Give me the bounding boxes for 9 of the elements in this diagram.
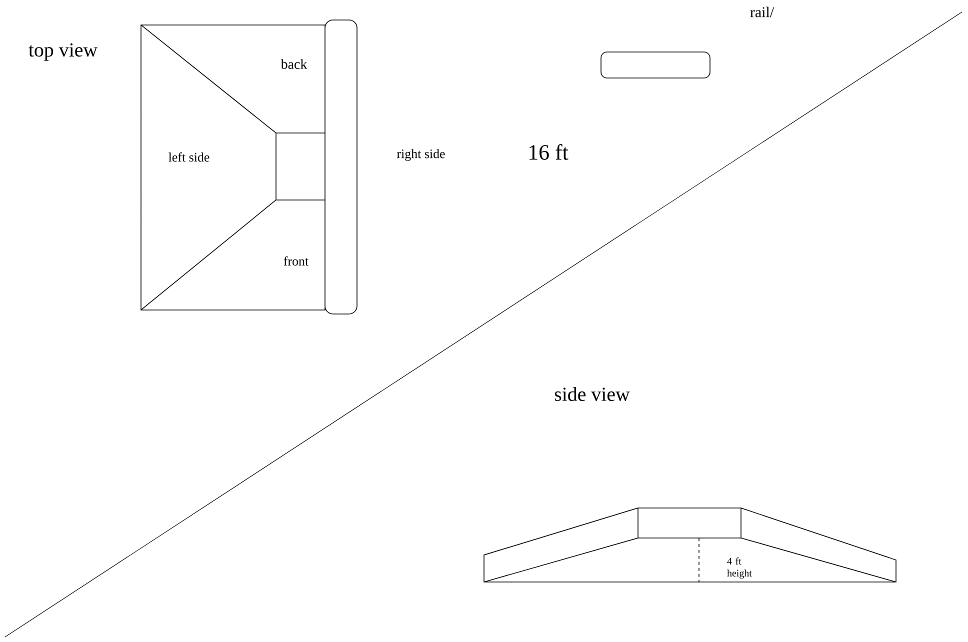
part-label: right side bbox=[397, 149, 445, 161]
part-label: rail/ bbox=[750, 6, 774, 18]
dimension-label: 4 ft height bbox=[727, 557, 752, 579]
part-label: back bbox=[280, 59, 308, 69]
part-label: front bbox=[284, 256, 308, 266]
view-title: side view bbox=[554, 386, 630, 401]
part-label: left side bbox=[168, 152, 210, 162]
dimension-label: 16 ft bbox=[530, 144, 568, 160]
view-title: top view bbox=[28, 43, 98, 61]
